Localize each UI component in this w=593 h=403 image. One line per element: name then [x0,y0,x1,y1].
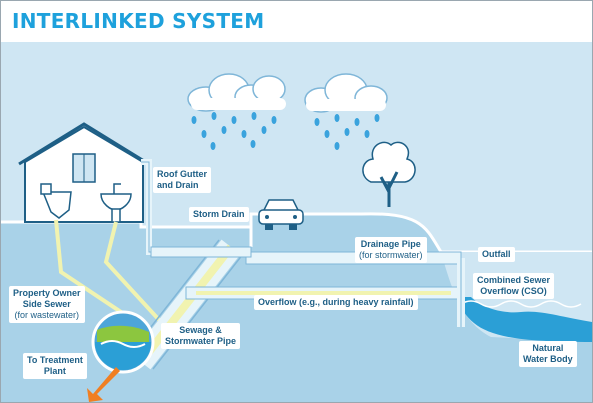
pipe-cross-section [91,310,155,374]
natural-water-body [456,297,592,342]
label-sewage-pipe: Sewage &Stormwater Pipe [161,323,241,349]
header: INTERLINKED SYSTEM [1,1,592,42]
scene-illustration [1,42,592,402]
treatment-arrow-icon [87,367,120,402]
drainage-pipe [245,251,462,265]
cloud-right-icon [304,73,388,113]
label-storm-drain: Storm Drain [189,207,249,222]
diagram-title: INTERLINKED SYSTEM [12,9,265,33]
rain-drops [191,112,380,150]
tree-icon [362,141,416,207]
label-overflow: Overflow (e.g., during heavy rainfall) [254,295,418,310]
cloud-left-icon [187,73,286,112]
label-outfall: Outfall [478,247,515,262]
car-icon [258,199,304,230]
house-icon [18,122,150,223]
label-drainage-pipe: Drainage Pipe(for stormwater) [355,237,427,263]
storm-drain-pipe [150,246,252,258]
